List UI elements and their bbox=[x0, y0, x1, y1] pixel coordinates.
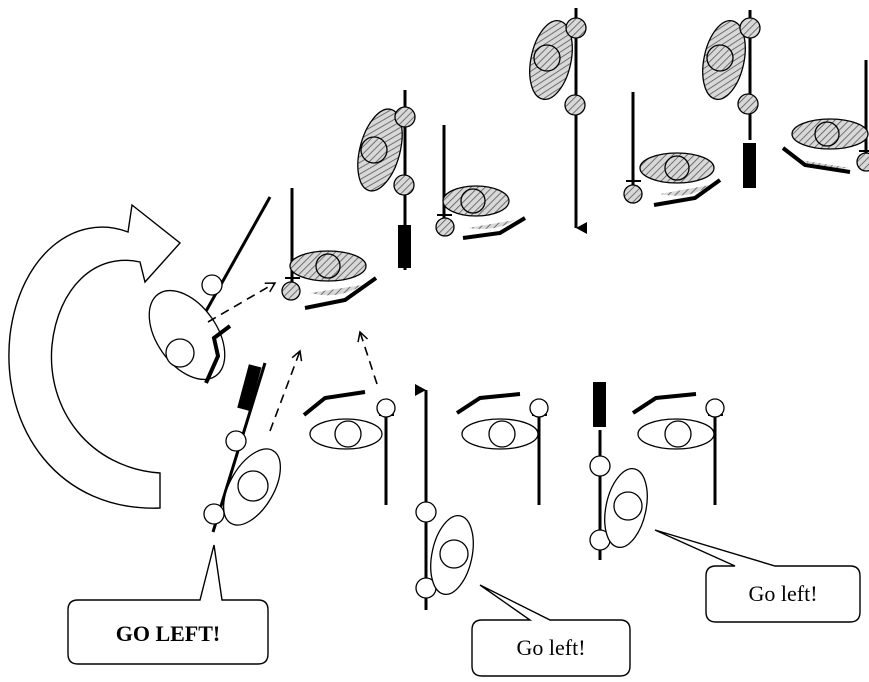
signal-arrow-3 bbox=[357, 330, 378, 385]
signal-arrows bbox=[207, 282, 378, 432]
speech-bubble-shout bbox=[67, 544, 269, 665]
fish-top-6 bbox=[702, 10, 761, 188]
signal-arrow-1 bbox=[207, 282, 277, 323]
fish-top-5 bbox=[623, 92, 722, 207]
speech-text-right: Go left! bbox=[748, 581, 817, 606]
speech-bubble-middle bbox=[471, 584, 631, 677]
fish-bottom-eye-1 bbox=[302, 390, 396, 505]
fish-turning bbox=[148, 196, 272, 384]
signal-arrow-2 bbox=[269, 349, 303, 432]
fish-top-7 bbox=[781, 60, 869, 174]
fish-top-4 bbox=[529, 8, 587, 234]
fish-bottom-vertical-2 bbox=[589, 382, 648, 560]
speech-text-shout: GO LEFT! bbox=[116, 621, 221, 646]
fish-top-1 bbox=[281, 188, 378, 310]
speech-text-middle: Go left! bbox=[516, 635, 585, 660]
fish-bottom-eye-3 bbox=[631, 392, 725, 505]
rotation-arrow bbox=[8, 203, 182, 509]
fish-top-2 bbox=[357, 90, 416, 270]
speech-bubble-right bbox=[654, 529, 861, 623]
fish-top-3 bbox=[435, 125, 527, 240]
fish-bottom-eye-2 bbox=[455, 392, 549, 505]
fish-bottom-vertical-1 bbox=[415, 384, 474, 610]
fish-bottom-leader bbox=[203, 362, 282, 533]
